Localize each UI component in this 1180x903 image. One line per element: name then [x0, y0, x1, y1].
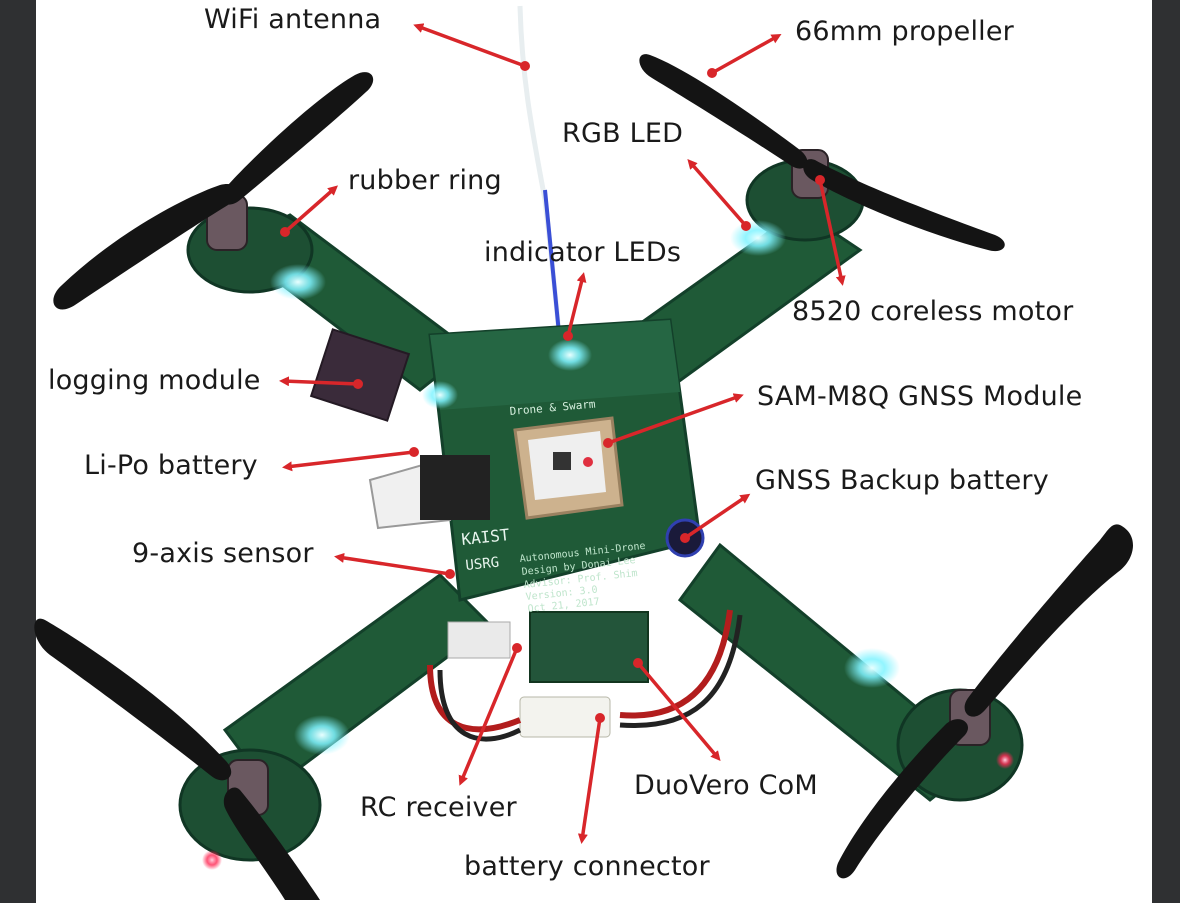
arrow-nine-axis: [334, 552, 451, 576]
label-wifi-antenna: WiFi antenna: [204, 4, 382, 35]
arrow-wifi-antenna: [413, 23, 526, 68]
arrow-coreless-motor: [818, 179, 846, 286]
kaist-text: KAIST: [460, 525, 510, 549]
arrow-battery-connector: [577, 717, 602, 844]
label-rgb-led: RGB LED: [562, 118, 684, 149]
label-gnss-backup-battery: GNSS Backup battery: [755, 465, 1049, 496]
arrow-lipo-battery: [282, 450, 415, 472]
arrow-indicator-leds: [566, 272, 587, 337]
arrow-duovero: [636, 661, 721, 762]
right-border: [1152, 0, 1180, 903]
pointer-arrows: [279, 23, 846, 844]
left-border: [0, 0, 36, 903]
propellers: [34, 54, 1133, 900]
arrow-gnss-backup: [684, 493, 751, 540]
arrow-rc-receiver: [458, 647, 519, 786]
leds: [202, 220, 1014, 870]
label-coreless-motor: 8520 coreless motor: [792, 296, 1074, 327]
rc-receiver: [447, 621, 511, 659]
label-rc-receiver: RC receiver: [360, 792, 517, 823]
arrow-gnss-module: [607, 393, 744, 445]
arrow-logging-module: [279, 376, 359, 387]
arrow-rgb-led: [687, 158, 748, 228]
label-nine-axis-sensor: 9-axis sensor: [132, 538, 314, 569]
logging-module-board: [309, 328, 411, 422]
arrow-propeller: [711, 34, 782, 75]
label-logging-module: logging module: [48, 365, 261, 396]
label-gnss-module: SAM-M8Q GNSS Module: [757, 381, 1083, 412]
label-propeller: 66mm propeller: [795, 16, 1014, 47]
gnss-dot: [583, 457, 593, 467]
label-indicator-leds: indicator LEDs: [484, 237, 682, 268]
label-rubber-ring: rubber ring: [348, 165, 502, 196]
label-battery-connector: battery connector: [464, 851, 710, 882]
battery-wires-black: [437, 614, 743, 742]
battery-plug: [519, 696, 611, 738]
battery-connector-block: [420, 455, 490, 520]
label-duovero-com: DuoVero CoM: [634, 770, 818, 801]
duovero-board: [529, 611, 649, 683]
arrow-rubber-ring: [283, 185, 339, 234]
usrg-text: USRG: [465, 555, 500, 574]
gnss-qr: [553, 452, 571, 470]
label-lipo-battery: Li-Po battery: [84, 450, 258, 481]
